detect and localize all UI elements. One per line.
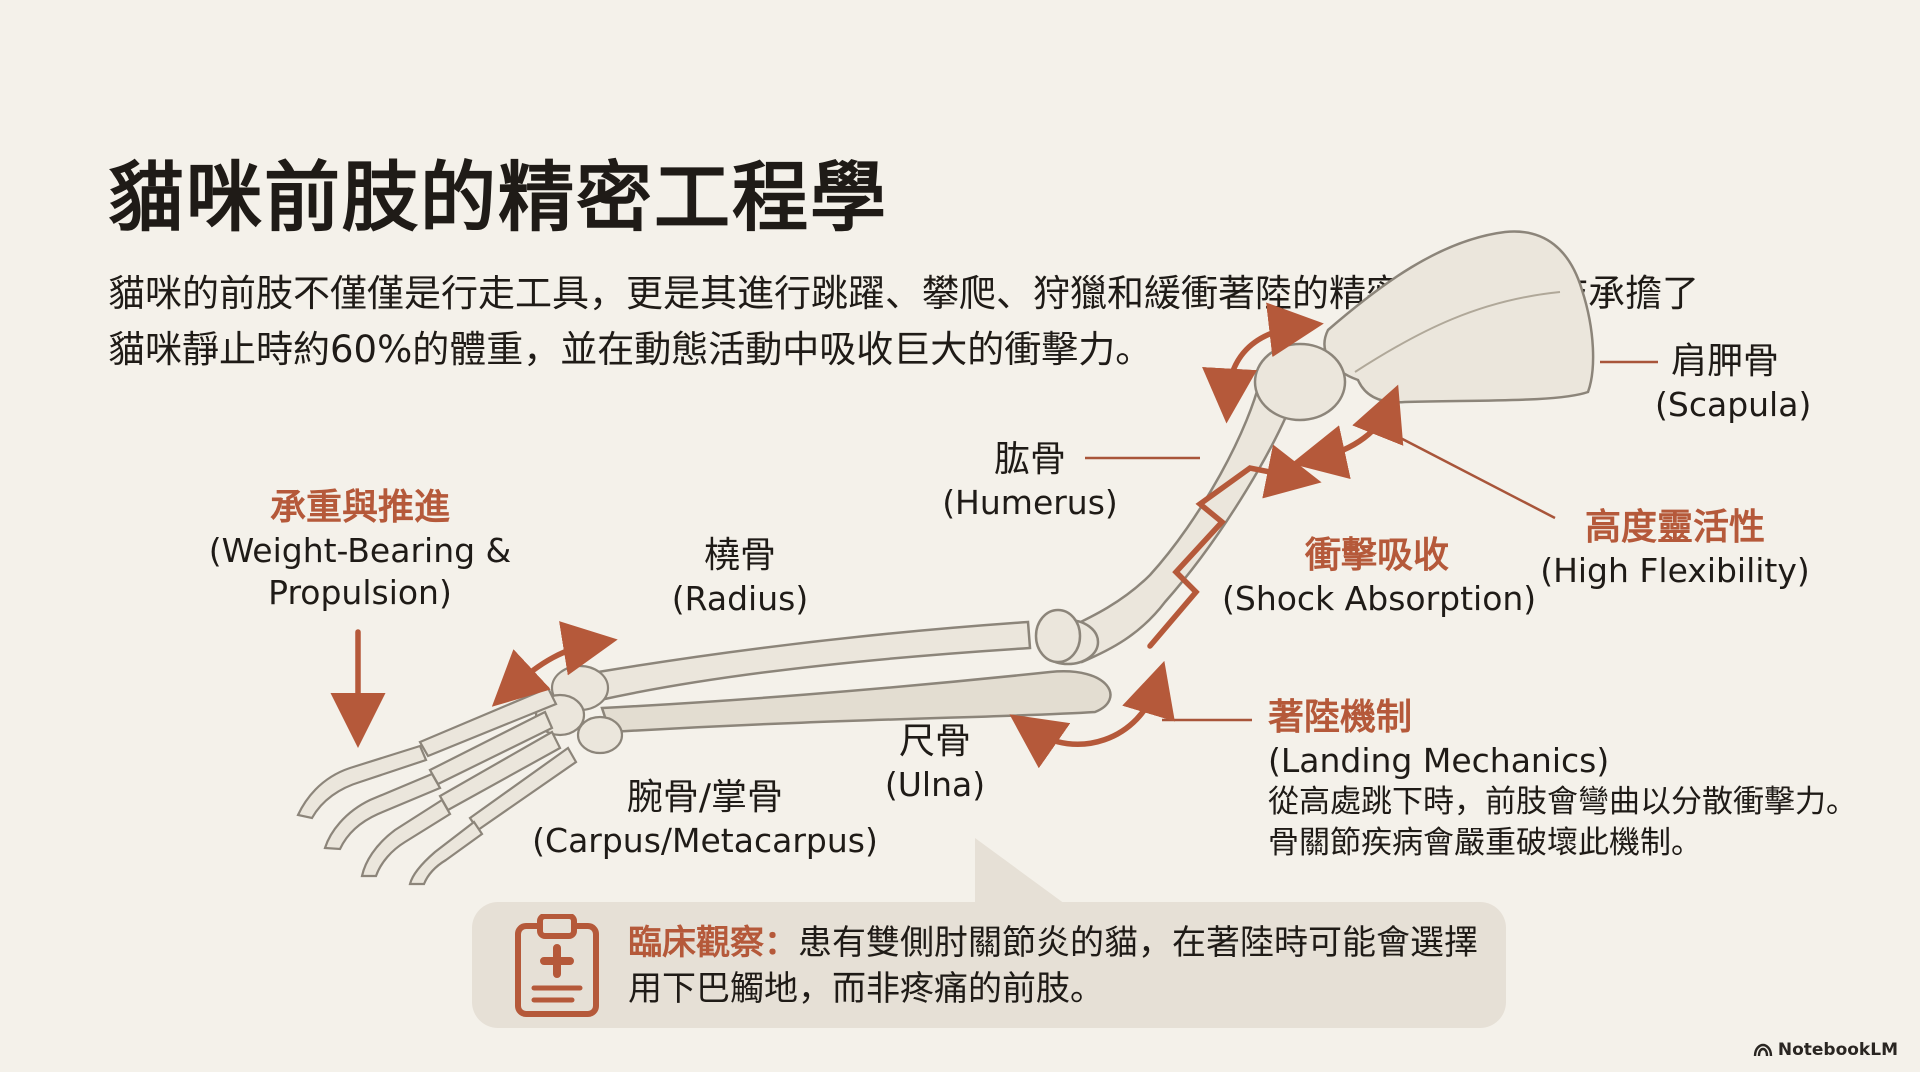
toe-bone <box>296 744 428 820</box>
clinical-line-1-text: 患有雙側肘關節炎的貓，在著陸時可能會選擇 <box>798 923 1478 963</box>
label-flex-zh: 高度靈活性 <box>1584 507 1765 548</box>
brand-label: NotebookLM <box>1777 1040 1898 1060</box>
notebooklm-watermark: NotebookLM <box>1753 1040 1898 1060</box>
humerus-head <box>1253 342 1347 422</box>
callout-pointer <box>975 838 1065 904</box>
scapula-ridge <box>1354 291 1561 373</box>
label-flex-en: (High Flexibility) <box>1540 551 1810 590</box>
label-carpus: 腕骨/掌骨 (Carpus/Metacarpus) <box>530 776 880 862</box>
label-carpus-en: (Carpus/Metacarpus) <box>532 821 878 860</box>
carpal-bone <box>576 715 624 755</box>
label-shock-absorption: 衝擊吸收 (Shock Absorption) <box>1222 534 1537 620</box>
label-scapula-en: (Scapula) <box>1655 385 1812 424</box>
wrist-flex-arrow <box>491 621 618 707</box>
label-landing-note-1: 從高處跳下時，前肢會彎曲以分散衝擊力。 <box>1268 784 1857 820</box>
label-shock-zh: 衝擊吸收 <box>1304 535 1449 576</box>
clinical-line-1: 臨床觀察：患有雙側肘關節炎的貓，在著陸時可能會選擇 <box>628 920 1488 966</box>
page-title: 貓咪前肢的精密工程學 <box>108 153 888 242</box>
label-radius: 橈骨 (Radius) <box>655 534 825 620</box>
toe-bone <box>323 772 442 851</box>
label-landing-mechanics: 著陸機制 (Landing Mechanics) 從高處跳下時，前肢會彎曲以分散… <box>1268 696 1868 864</box>
label-carpus-zh: 腕骨/掌骨 <box>626 777 784 818</box>
label-weight-bearing: 承重與推進 (Weight-Bearing & Propulsion) <box>200 486 520 614</box>
label-weight-zh: 承重與推進 <box>269 487 450 528</box>
clipboard-medical-icon <box>515 914 599 1017</box>
leader-flexibility <box>1384 428 1556 520</box>
label-landing-zh: 著陸機制 <box>1268 697 1413 738</box>
label-weight-en2: Propulsion) <box>268 573 452 612</box>
landing-curve-arrow <box>1009 660 1175 769</box>
clinical-line-2: 用下巴觸地，而非疼痛的前肢。 <box>628 969 1104 1009</box>
notebooklm-logo-icon <box>1753 1043 1773 1057</box>
shoulder-flex-arrow <box>1202 302 1324 424</box>
label-landing-en: (Landing Mechanics) <box>1268 741 1610 780</box>
label-weight-en1: (Weight-Bearing & <box>208 531 512 570</box>
label-ulna-zh: 尺骨 <box>898 721 971 762</box>
label-ulna-en: (Ulna) <box>884 765 986 804</box>
label-humerus-en: (Humerus) <box>942 483 1118 522</box>
clinical-text: 臨床觀察：患有雙側肘關節炎的貓，在著陸時可能會選擇 用下巴觸地，而非疼痛的前肢。 <box>628 920 1488 1012</box>
label-shock-en: (Shock Absorption) <box>1222 579 1537 618</box>
elbow-joint <box>1034 608 1082 664</box>
label-landing-note-2: 骨關節疾病會嚴重破壞此機制。 <box>1268 825 1702 861</box>
clinical-observation-panel: 臨床觀察：患有雙側肘關節炎的貓，在著陸時可能會選擇 用下巴觸地，而非疼痛的前肢。 <box>472 902 1506 1028</box>
toe-bone <box>408 820 484 886</box>
label-scapula: 肩胛骨 (Scapula) <box>1655 340 1812 426</box>
clinical-heading: 臨床觀察： <box>628 923 798 963</box>
label-radius-en: (Radius) <box>671 579 809 618</box>
toe-bone <box>360 798 452 878</box>
label-humerus: 肱骨 (Humerus) <box>935 438 1125 524</box>
label-scapula-zh: 肩胛骨 <box>1670 341 1779 382</box>
annotation-arrows <box>330 302 1404 769</box>
flexibility-arrow <box>1291 384 1404 480</box>
label-ulna: 尺骨 (Ulna) <box>870 720 1000 806</box>
radius-bone <box>596 620 1032 702</box>
label-flexibility: 高度靈活性 (High Flexibility) <box>1540 506 1810 592</box>
label-radius-zh: 橈骨 <box>703 535 776 576</box>
shock-absorption-zigzag-arrow <box>1147 444 1322 649</box>
label-humerus-zh: 肱骨 <box>993 439 1066 480</box>
leader-lines <box>1085 360 1658 722</box>
intro-line-2: 貓咪靜止時約60%的體重，並在動態活動中吸收巨大的衝擊力。 <box>108 328 1153 371</box>
